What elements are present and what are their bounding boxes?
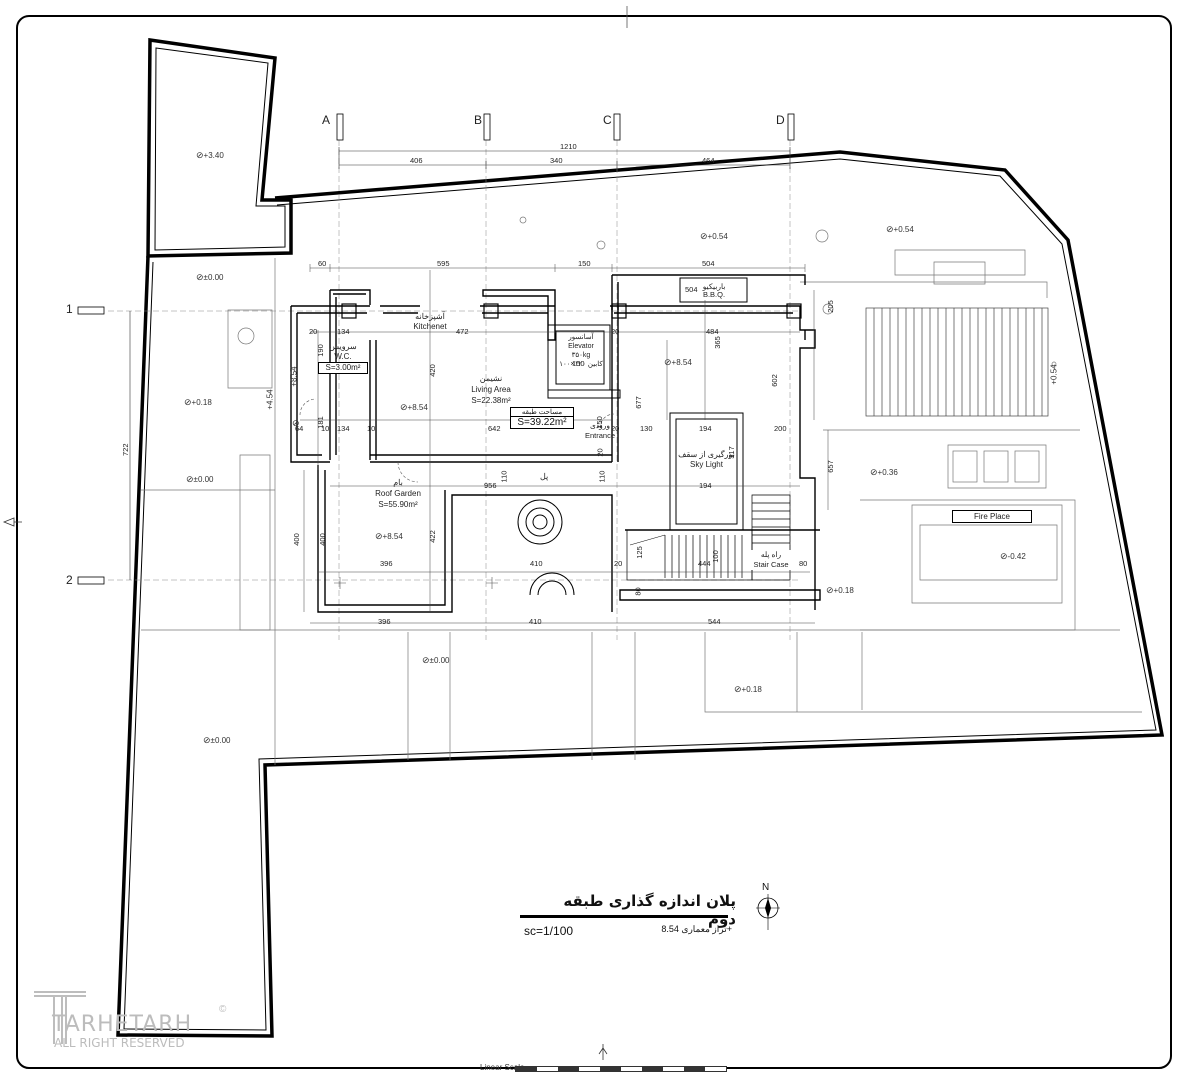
- grid-label-c: C: [603, 113, 612, 127]
- skylight-frame: [669, 412, 744, 531]
- pergola-slats: [865, 307, 1049, 417]
- fountain: [517, 499, 575, 596]
- site-boundary: [116, 37, 1165, 1038]
- grid-axes: [108, 140, 800, 640]
- dim-406: 406: [410, 156, 423, 165]
- door-swings: [299, 398, 615, 483]
- drains: [334, 577, 498, 589]
- grid-markers: [77, 113, 795, 585]
- building-walls: [290, 274, 821, 613]
- columns: [341, 303, 802, 319]
- section-arrow-left: [2, 517, 22, 527]
- interior-dimension-lines: [300, 264, 829, 624]
- yard-outlines: [141, 216, 1142, 765]
- dim-total-1210: 1210: [560, 142, 577, 151]
- dim-464: 464: [702, 156, 715, 165]
- dim-722: 722: [121, 443, 130, 456]
- grid-label-a: A: [322, 113, 330, 127]
- staircase: [626, 494, 791, 581]
- grid-label-d: D: [776, 113, 785, 127]
- top-dimension-lines: [338, 147, 791, 169]
- grid-label-1: 1: [66, 302, 73, 316]
- elevator-shaft: [547, 324, 621, 399]
- grid-label-2: 2: [66, 573, 73, 587]
- dim-340: 340: [550, 156, 563, 165]
- sheet-border: [16, 15, 1172, 1069]
- grid-label-b: B: [474, 113, 482, 127]
- bbq-counter: [679, 277, 748, 303]
